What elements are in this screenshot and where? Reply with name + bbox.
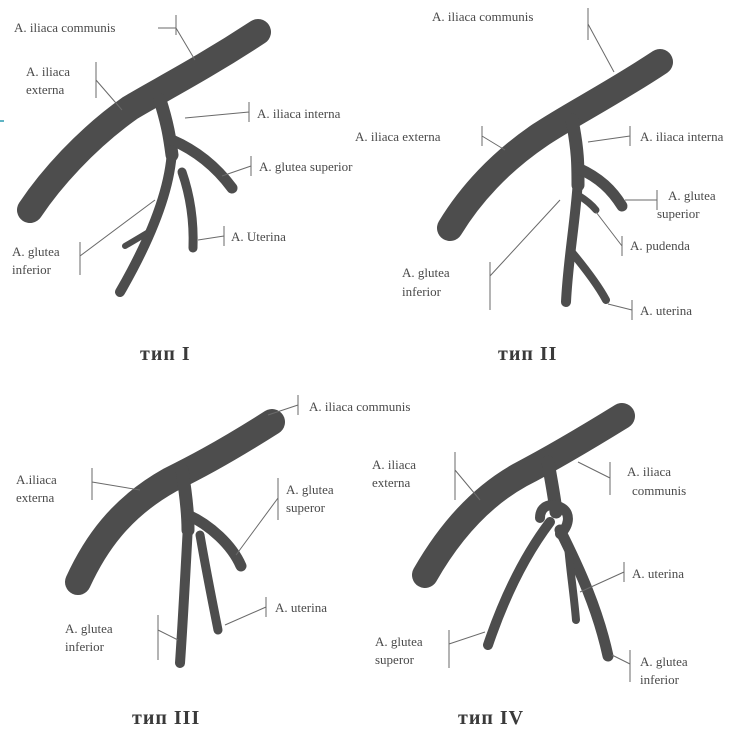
label-uterina-1: A. Uterina (231, 229, 286, 244)
leader-communis-1 (158, 15, 195, 60)
label-communis-4a: A. iliaca (627, 464, 671, 479)
leader-glutea-inf-3 (158, 615, 178, 660)
type-label-3: тип III (132, 707, 200, 729)
panel-type-2: A. iliaca communis A. iliaca externa A. … (355, 8, 724, 365)
label-pudenda-2: A. pudenda (630, 238, 690, 253)
label-glutea-sup-3b: superor (286, 500, 326, 515)
label-uterina-3: A. uterina (275, 600, 327, 615)
panel-type-4: A. iliaca externa A. iliaca communis A. … (372, 416, 688, 729)
label-glutea-inf-3a: A. glutea (65, 621, 113, 636)
leader-communis-4 (578, 462, 610, 495)
label-glutea-sup-3a: A. glutea (286, 482, 334, 497)
uterina-vessel (200, 535, 218, 630)
uterina-vessel (182, 172, 193, 248)
label-glutea-sup-4a: A. glutea (375, 634, 423, 649)
leader-externa-2 (482, 126, 505, 150)
uterina-vessel (570, 250, 606, 300)
label-glutea-inf-1a: A. glutea (12, 244, 60, 259)
label-glutea-inf-2a: A. glutea (402, 265, 450, 280)
label-glutea-inf-4b: inferior (640, 672, 680, 687)
label-externa-4a: A. iliaca (372, 457, 416, 472)
panel-type-3: A. iliaca communis A.iliaca externa A. g… (16, 395, 410, 729)
label-communis-1: A. iliaca communis (14, 20, 115, 35)
leader-uterina-1 (198, 226, 224, 246)
label-glutea-sup-2a: A. glutea (668, 188, 716, 203)
label-communis-2: A. iliaca communis (432, 9, 533, 24)
label-communis-3: A. iliaca communis (309, 399, 410, 414)
label-externa-3b: externa (16, 490, 54, 505)
label-externa-3a: A.iliaca (16, 472, 57, 487)
label-glutea-inf-3b: inferior (65, 639, 105, 654)
glutea-superior-vessel (488, 522, 550, 645)
type-label-4: тип IV (458, 707, 524, 729)
label-externa-2: A. iliaca externa (355, 129, 441, 144)
glutea-inferior-vessel (120, 150, 172, 292)
label-glutea-sup-2b: superior (657, 206, 700, 221)
leader-uterina-2 (608, 300, 632, 320)
label-glutea-inf-4a: A. glutea (640, 654, 688, 669)
label-glutea-sup-1: A. glutea superior (259, 159, 353, 174)
label-glutea-inf-1b: inferior (12, 262, 52, 277)
leader-communis-2 (588, 8, 614, 72)
glutea-inferior-vessel (180, 525, 188, 663)
label-uterina-4: A. uterina (632, 566, 684, 581)
type-label-1: тип I (140, 343, 191, 365)
leader-glutea-inf-2 (490, 200, 560, 310)
label-glutea-inf-2b: inferior (402, 284, 442, 299)
vessels-type-2 (450, 62, 660, 302)
label-glutea-sup-4b: superor (375, 652, 415, 667)
label-externa-4b: externa (372, 475, 410, 490)
label-externa-1a: A. iliaca (26, 64, 70, 79)
label-uterina-2: A. uterina (640, 303, 692, 318)
leader-glutea-inf-4 (612, 650, 630, 682)
leader-glutea-sup-2 (625, 190, 657, 210)
glutea-superior-vessel (188, 515, 241, 566)
leader-interna-2 (588, 126, 630, 146)
label-interna-1: A. iliaca interna (257, 106, 341, 121)
leader-uterina-3 (225, 597, 266, 625)
glutea-inferior-vessel (566, 180, 578, 302)
leader-interna-1 (185, 102, 249, 122)
label-communis-4b: communis (632, 483, 686, 498)
panel-type-1: A. iliaca communis A. iliaca externa A. … (12, 15, 353, 365)
leader-glutea-sup-3 (236, 478, 278, 555)
leader-glutea-sup-4 (449, 630, 485, 668)
label-interna-2: A. iliaca interna (640, 129, 724, 144)
type-label-2: тип II (498, 343, 557, 365)
leader-pudenda-2 (596, 212, 622, 256)
label-externa-1b: externa (26, 82, 64, 97)
